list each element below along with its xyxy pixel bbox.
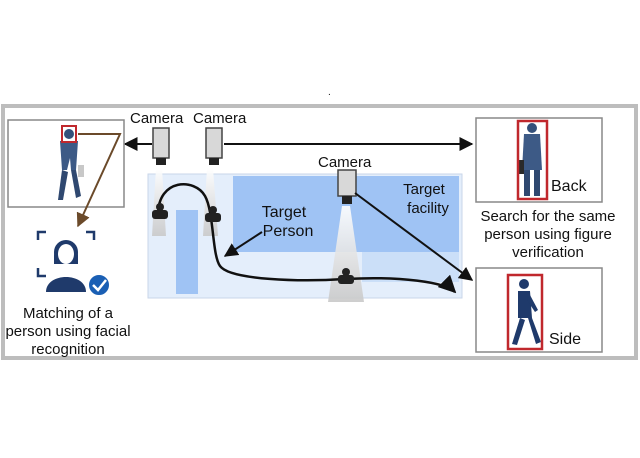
side-highlight-box	[506, 273, 544, 351]
person-marker	[152, 203, 168, 219]
target-person-label-2: Person	[263, 223, 314, 240]
back-highlight-box	[516, 119, 549, 201]
person-marker	[205, 206, 221, 222]
walking-person-side-icon	[512, 279, 541, 345]
camera-icon	[152, 127, 170, 165]
standing-person-back-icon	[518, 123, 542, 196]
camera-to-side-arrow	[354, 192, 474, 281]
target-facility-label-2: facility	[407, 200, 449, 217]
search-caption-3: verification	[512, 244, 584, 261]
matching-caption-1: Matching of a	[23, 305, 114, 322]
matching-caption-3: recognition	[31, 341, 104, 358]
target-facility-label-1: Target	[403, 181, 446, 198]
side-label: Side	[549, 331, 581, 348]
target-person-label-1: Target	[262, 204, 307, 221]
outer-frame	[1, 104, 638, 360]
search-caption-1: Search for the same	[480, 208, 615, 225]
camera-icon	[337, 169, 357, 204]
camera-label-mid: Camera	[193, 110, 247, 127]
face-highlight-box	[61, 125, 77, 143]
camera-icon	[205, 127, 223, 165]
walking-person-icon	[58, 129, 84, 200]
target-person-pointer	[223, 231, 263, 257]
search-caption-2: person using figure	[484, 226, 612, 243]
camera-label-left: Camera	[130, 110, 184, 127]
face-match-arrow	[76, 133, 122, 228]
camera-label-right: Camera	[318, 154, 372, 171]
stray-dot: .	[328, 87, 331, 98]
person-trajectory	[156, 183, 457, 294]
matching-caption-2: person using facial	[5, 323, 130, 340]
face-recognition-check-icon	[36, 230, 111, 297]
person-marker	[338, 268, 354, 284]
back-label: Back	[551, 178, 588, 195]
